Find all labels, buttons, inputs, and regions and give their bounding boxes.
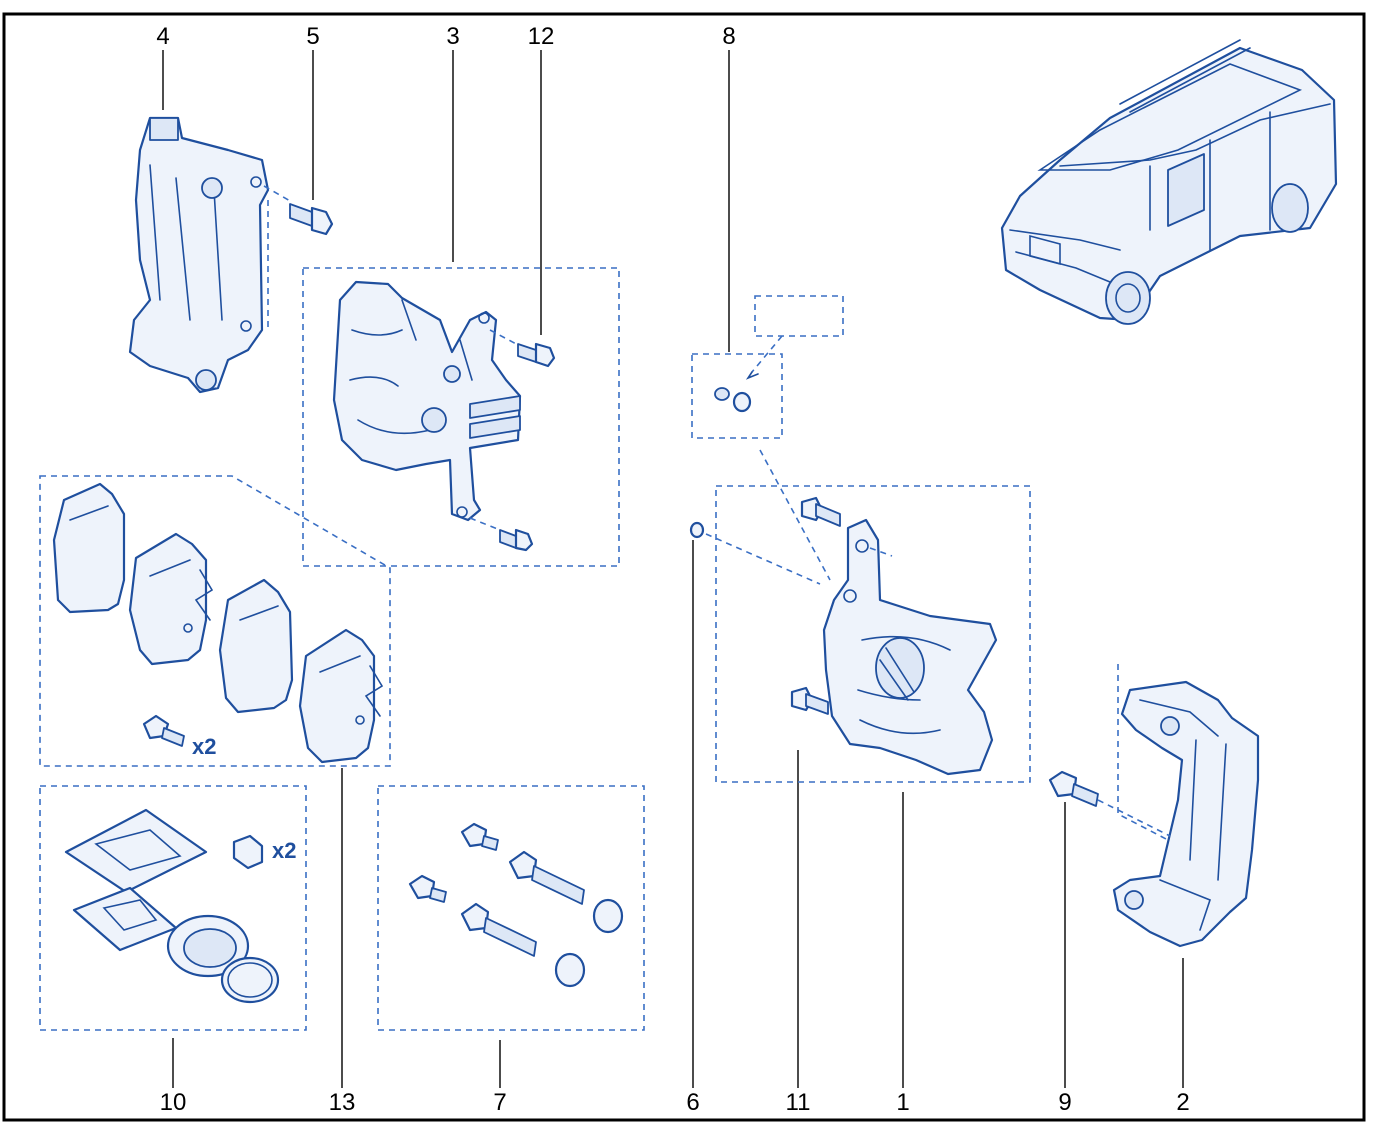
caliper-1 [822,518,998,776]
callout-10: 10 [160,1089,187,1116]
callout-4: 4 [156,23,169,50]
group-box-kit-10 [39,785,307,1031]
caliper-carrier-left [128,116,293,394]
diagram-border [2,12,1366,1122]
pads-bolt-quantity: x2 [192,734,216,759]
callout-5: 5 [306,23,319,50]
group-box-caliper-1 [715,485,1031,783]
callout-13: 13 [329,1089,356,1116]
callout-3: 3 [446,23,459,50]
caliper-3 [332,280,522,531]
repair-kit-10 [64,808,280,1004]
bleed-screw-8 [714,335,831,581]
guide-pin-kit-7 [408,822,624,988]
group-box-pads-13 [39,475,391,767]
group-box-8-label [754,295,844,337]
bolt-1-upper [800,496,841,527]
group-box-8 [691,353,783,439]
bolt-5 [289,203,334,236]
bolt-11 [790,686,829,715]
callout-1: 1 [896,1089,909,1116]
callout-7: 7 [493,1089,506,1116]
caliper-carrier-right [1112,664,1260,948]
brake-pads-13 [52,482,384,764]
callout-2: 2 [1176,1089,1189,1116]
callout-11: 11 [786,1089,811,1116]
group-box-kit-7 [377,785,645,1031]
kit-bush-quantity: x2 [272,838,296,863]
callout-12: 12 [528,23,555,50]
bolt-9 [1048,770,1171,837]
bolt-3-lower [499,528,534,552]
callout-6: 6 [686,1089,699,1116]
leader-lines [162,50,1184,1088]
van-illustration [1000,39,1338,325]
bolt-12 [517,342,556,368]
group-box-caliper-3 [302,267,620,567]
callout-8: 8 [722,23,735,50]
callout-9: 9 [1058,1089,1071,1116]
pad-bolt-icon [142,714,185,747]
nipple-6 [689,521,821,585]
